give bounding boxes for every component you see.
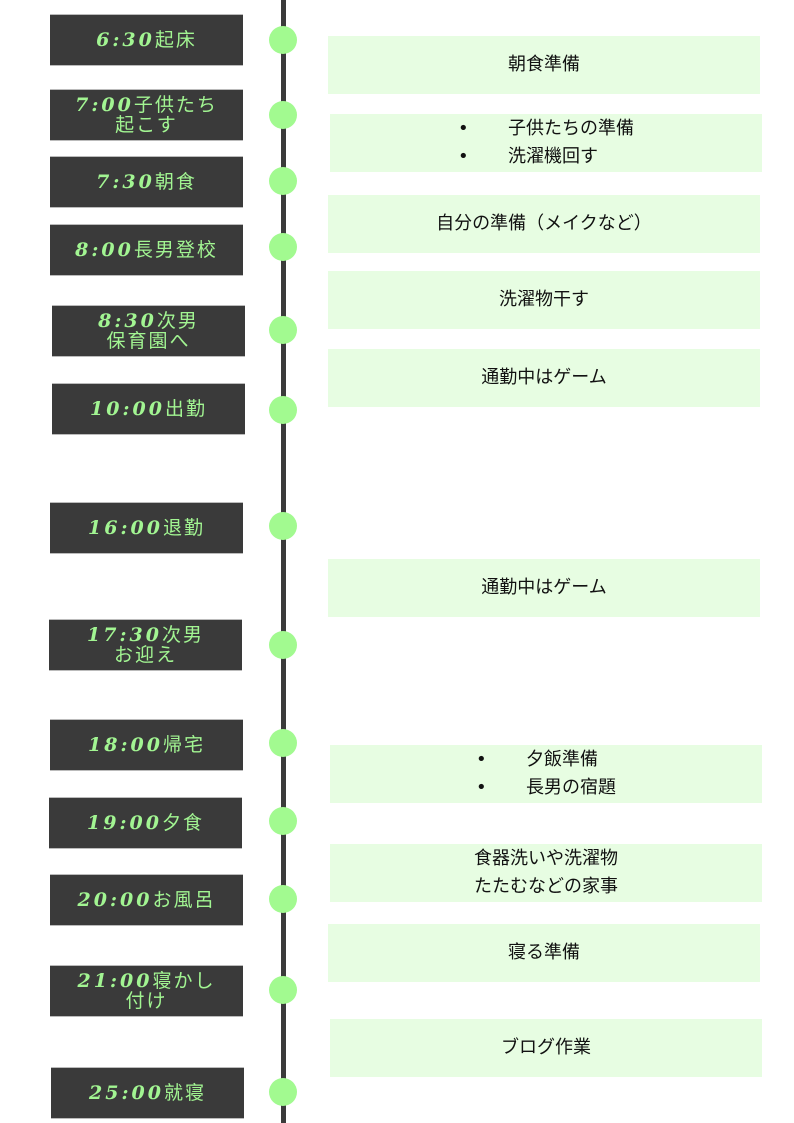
activity-box: 食器洗いや洗濯物 たたむなどの家事 xyxy=(330,844,762,902)
time-label: 17:30次男 お迎え xyxy=(49,619,242,671)
activity-box: 洗濯物干す xyxy=(328,271,760,329)
timeline-dot xyxy=(269,1078,297,1106)
event-label: 次男 お迎え xyxy=(113,624,204,666)
event-label: 寝かし 付け xyxy=(125,970,216,1012)
time: 18:00 xyxy=(88,734,163,756)
activity-box: 子供たちの準備洗濯機回す xyxy=(330,114,762,172)
time-label: 6:30起床 xyxy=(50,14,243,66)
event-label: 帰宅 xyxy=(162,734,205,756)
timeline-dot xyxy=(269,976,297,1004)
time: 7:30 xyxy=(96,171,155,193)
activity-bullet: 子供たちの準備 xyxy=(458,115,634,143)
activity-text: ブログ作業 xyxy=(501,1037,591,1058)
timeline-dot xyxy=(269,396,297,424)
event-label: 就寝 xyxy=(163,1082,206,1104)
time-label: 7:00子供たち 起こす xyxy=(50,89,243,141)
time-label: 21:00寝かし 付け xyxy=(50,965,243,1017)
activity-box: 寝る準備 xyxy=(328,924,760,982)
time: 21:00 xyxy=(77,970,153,992)
activity-bullet: 夕飯準備 xyxy=(476,746,616,774)
activity-text: 通勤中はゲーム xyxy=(481,367,607,388)
event-label: 子供たち 起こす xyxy=(115,94,218,136)
time: 8:30 xyxy=(98,310,157,332)
timeline-line xyxy=(281,0,286,1123)
event-label: 夕食 xyxy=(161,812,204,834)
time: 8:00 xyxy=(75,239,134,261)
timeline-dot xyxy=(269,512,297,540)
event-label: 次男 保育園へ xyxy=(106,310,199,352)
time: 10:00 xyxy=(90,398,165,420)
time: 20:00 xyxy=(77,889,153,911)
time-label: 8:00長男登校 xyxy=(50,224,243,276)
event-label: 起床 xyxy=(154,29,197,51)
timeline-dot xyxy=(269,807,297,835)
time-label: 8:30次男 保育園へ xyxy=(52,305,245,357)
timeline-dot xyxy=(269,885,297,913)
activity-text: 洗濯物干す xyxy=(499,289,589,310)
event-label: 退勤 xyxy=(162,517,205,539)
activity-bullet: 長男の宿題 xyxy=(476,774,616,802)
time: 16:00 xyxy=(88,517,163,539)
activity-box: 夕飯準備長男の宿題 xyxy=(330,745,762,803)
timeline-dot xyxy=(269,167,297,195)
event-label: 長男登校 xyxy=(133,239,218,261)
time-label: 19:00夕食 xyxy=(49,797,242,849)
activity-text: 朝食準備 xyxy=(508,54,580,75)
event-label: 朝食 xyxy=(154,171,197,193)
time-label: 25:00就寝 xyxy=(51,1067,244,1119)
activity-box: 通勤中はゲーム xyxy=(328,559,760,617)
time: 17:30 xyxy=(87,624,162,646)
timeline-dot xyxy=(269,729,297,757)
time-label: 18:00帰宅 xyxy=(50,719,243,771)
timeline-dot xyxy=(269,233,297,261)
timeline-dot xyxy=(269,101,297,129)
activity-box: 自分の準備（メイクなど） xyxy=(328,195,760,253)
time: 19:00 xyxy=(87,812,162,834)
time: 6:30 xyxy=(96,29,155,51)
activity-text: 食器洗いや洗濯物 たたむなどの家事 xyxy=(474,848,618,897)
activity-box: 通勤中はゲーム xyxy=(328,349,760,407)
activity-text: 通勤中はゲーム xyxy=(481,577,607,598)
timeline-dot xyxy=(269,631,297,659)
time: 25:00 xyxy=(89,1082,164,1104)
activity-box: ブログ作業 xyxy=(330,1019,762,1077)
time-label: 20:00お風呂 xyxy=(50,874,243,926)
time-label: 7:30朝食 xyxy=(50,156,243,208)
event-label: 出勤 xyxy=(164,398,207,420)
timeline-dot xyxy=(269,316,297,344)
activity-box: 朝食準備 xyxy=(328,36,760,94)
activity-bullet: 洗濯機回す xyxy=(458,143,634,171)
timeline-dot xyxy=(269,26,297,54)
time-label: 16:00退勤 xyxy=(50,502,243,554)
time-label: 10:00出勤 xyxy=(52,383,245,435)
event-label: お風呂 xyxy=(152,889,216,911)
activity-text: 寝る準備 xyxy=(508,942,580,963)
time: 7:00 xyxy=(75,94,134,116)
activity-text: 自分の準備（メイクなど） xyxy=(436,213,652,234)
